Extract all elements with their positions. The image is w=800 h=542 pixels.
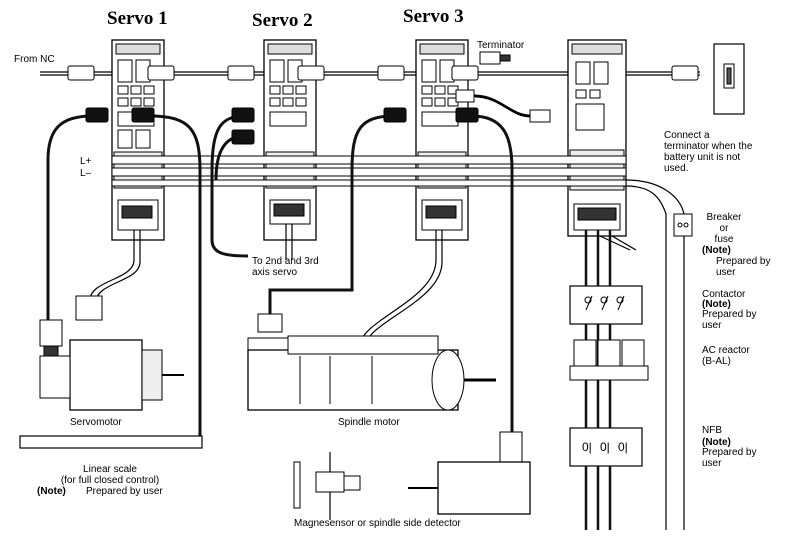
servomotor-label: Servomotor bbox=[70, 417, 122, 428]
to-servo-label: To 2nd and 3rd axis servo bbox=[252, 256, 319, 278]
linear-scale bbox=[19, 435, 203, 449]
spindle-motor-label: Spindle motor bbox=[338, 417, 400, 428]
nc-connectors bbox=[67, 65, 699, 81]
breaker-label: Breaker or fuse bbox=[706, 212, 742, 245]
spindle-detector bbox=[408, 431, 531, 515]
servomotor bbox=[39, 295, 184, 411]
contactor bbox=[569, 285, 643, 325]
connect-terminator-note: Connect a terminator when the battery un… bbox=[664, 130, 753, 174]
linear-scale-note: (Note) bbox=[37, 486, 66, 497]
contactor-label: Contactor bbox=[702, 289, 746, 300]
magnesensor bbox=[293, 452, 361, 520]
from-nc-label: From NC bbox=[14, 54, 55, 65]
magnesensor-label: Magnesensor or spindle side detector bbox=[294, 518, 461, 529]
terminator-unit bbox=[713, 43, 745, 115]
breaker-prepared: Prepared by user bbox=[716, 256, 771, 278]
breaker-fuse bbox=[673, 213, 693, 237]
servo-3-title: Servo 3 bbox=[403, 6, 464, 27]
nfb-prepared: Prepared by user bbox=[702, 447, 757, 469]
power-supply-unit bbox=[567, 39, 627, 237]
nfb-label: NFB bbox=[702, 425, 722, 436]
l-plus-label: L+ bbox=[80, 156, 92, 167]
servo-2-title: Servo 2 bbox=[252, 10, 313, 31]
svg-text:0|: 0| bbox=[618, 440, 628, 454]
nfb-note: (Note) bbox=[702, 437, 731, 448]
l-minus-label: L– bbox=[80, 168, 92, 179]
svg-text:0|: 0| bbox=[600, 440, 610, 454]
encoder-cables bbox=[46, 114, 514, 436]
battery-cable bbox=[455, 89, 551, 123]
nfb: 0| 0| 0| bbox=[569, 427, 643, 467]
contactor-prepared: Prepared by user bbox=[702, 309, 757, 331]
breaker-note: (Note) bbox=[702, 245, 731, 256]
svg-text:0|: 0| bbox=[582, 440, 592, 454]
linear-scale-prepared: Prepared by user bbox=[86, 486, 163, 497]
spindle-motor bbox=[247, 313, 496, 411]
ac-reactor-label: AC reactor (B-AL) bbox=[702, 345, 750, 367]
servo-1-title: Servo 1 bbox=[107, 8, 168, 29]
encoder-plugs bbox=[85, 107, 479, 145]
contactor-note: (Note) bbox=[702, 299, 731, 310]
bus-bars bbox=[111, 155, 627, 187]
terminator-plug bbox=[479, 51, 511, 65]
ac-reactor bbox=[569, 339, 649, 381]
linear-scale-label: Linear scale (for full closed control) bbox=[60, 464, 160, 486]
terminator-label: Terminator bbox=[477, 40, 525, 51]
